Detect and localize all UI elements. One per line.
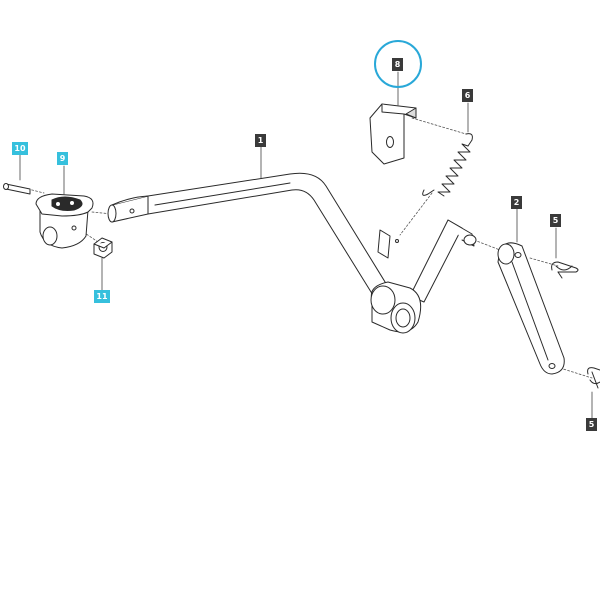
part-5-hairpin-clip-lower: [587, 367, 600, 389]
part-6-extension-spring: [422, 133, 473, 197]
callout-5-lower[interactable]: 5: [586, 418, 597, 431]
part-11-nut: [93, 237, 113, 259]
highlight-ring-part-8: [374, 40, 422, 88]
callout-1[interactable]: 1: [255, 134, 266, 147]
callout-9[interactable]: 9: [57, 152, 68, 165]
part-1-lift-rod: [107, 172, 477, 334]
callout-8[interactable]: 8: [392, 58, 403, 71]
part-10-pin: [3, 183, 31, 195]
callout-2[interactable]: 2: [511, 196, 522, 209]
callout-5-upper[interactable]: 5: [550, 214, 561, 227]
callout-leaders: [19, 71, 593, 419]
callout-10[interactable]: 10: [12, 142, 28, 155]
part-8-bracket: [369, 103, 417, 165]
part-2-link-arm: [497, 242, 565, 375]
part-9-pivot-bracket: [35, 193, 94, 249]
part-5-hairpin-clip-upper: [551, 261, 579, 279]
callout-11[interactable]: 11: [94, 290, 110, 303]
callout-6[interactable]: 6: [462, 89, 473, 102]
